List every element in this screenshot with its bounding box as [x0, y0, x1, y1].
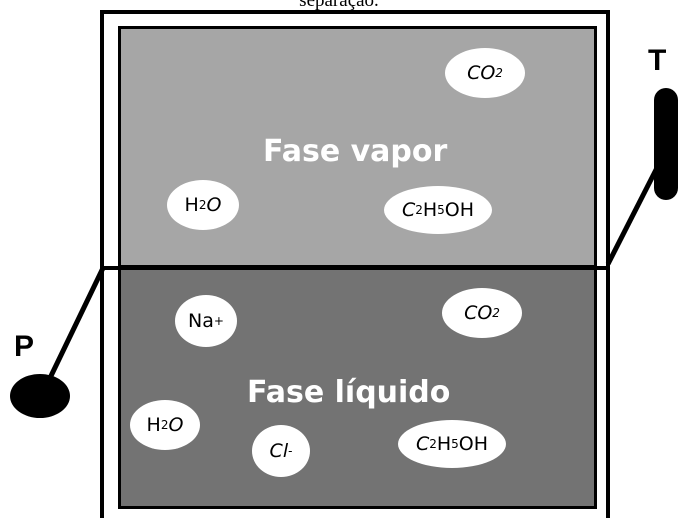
liquid-phase-label: Fase líquido — [247, 375, 451, 410]
pressure-probe-stem — [47, 266, 106, 380]
temperature-probe-body — [654, 88, 678, 200]
temperature-label: T — [648, 44, 667, 77]
molecule-chloride-ion: Cl- — [252, 425, 310, 477]
vapor-phase-label: Fase vapor — [263, 134, 448, 169]
pressure-label: P — [14, 330, 35, 363]
temperature-probe-stem — [605, 156, 665, 266]
molecule-sodium-ion: Na+ — [175, 295, 237, 347]
caption-text: separação. — [299, 0, 379, 11]
pressure-probe-bulb — [10, 374, 70, 418]
